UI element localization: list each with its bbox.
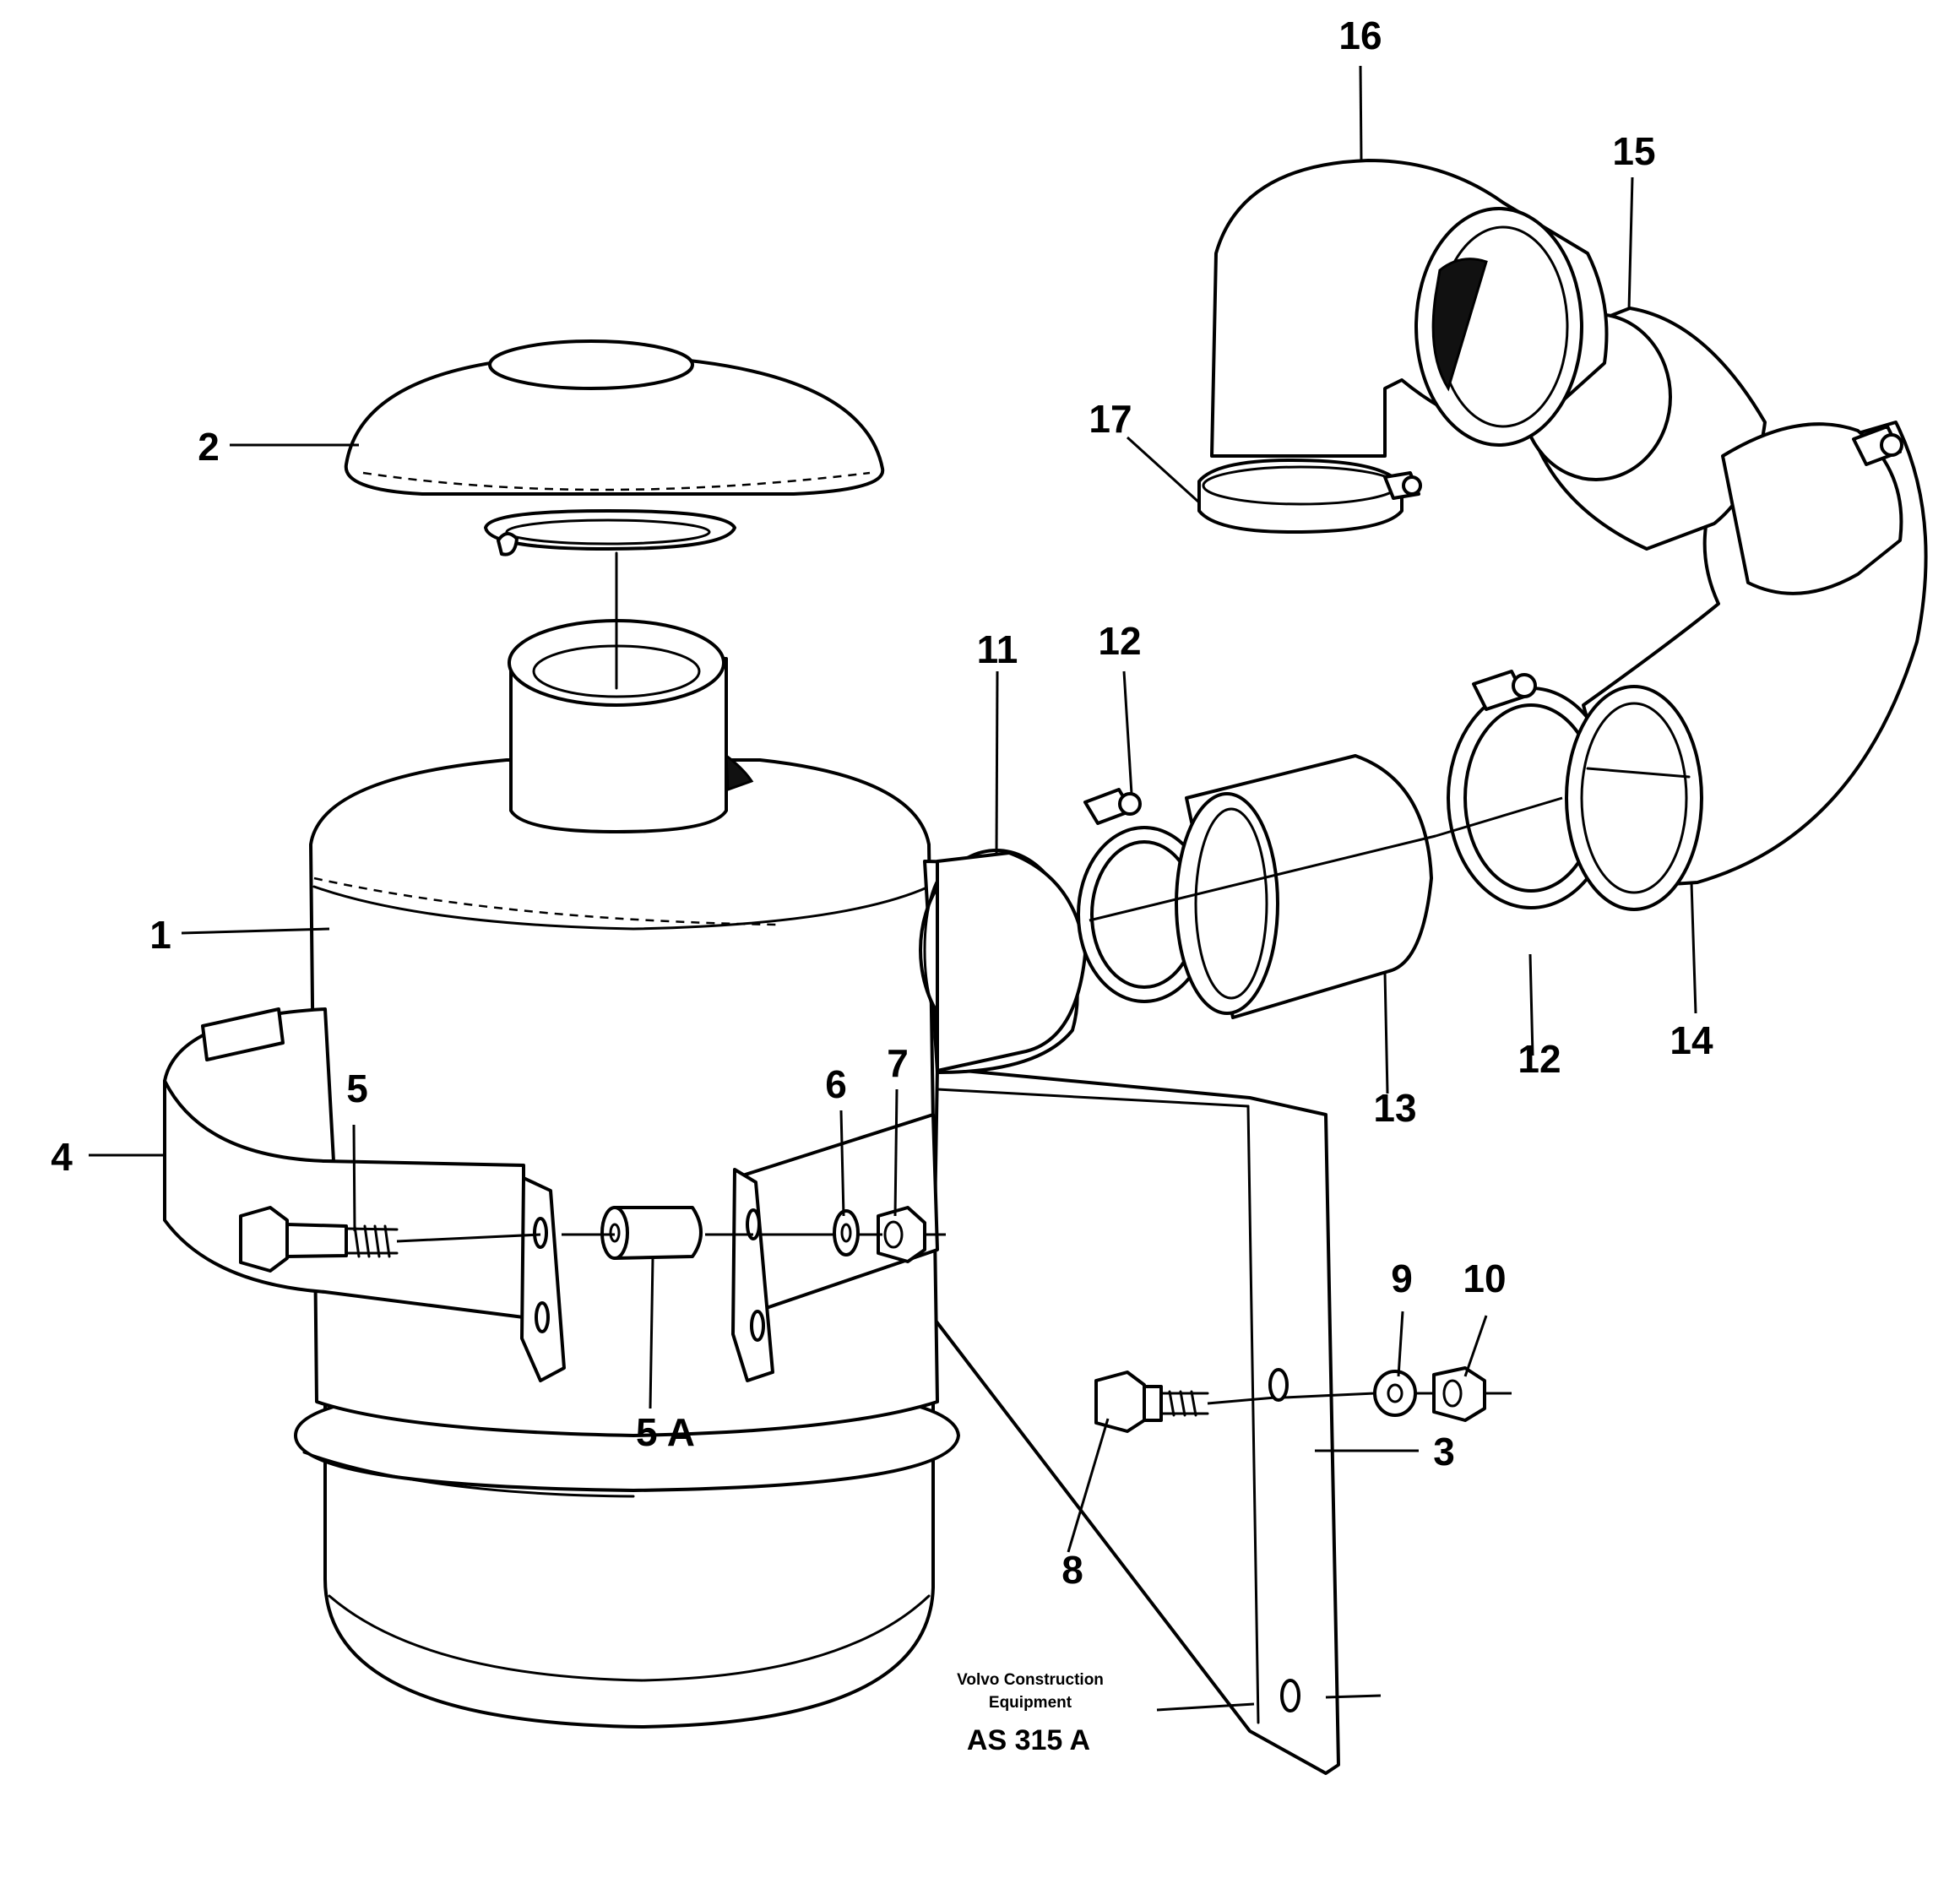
part-12-clamp-right <box>1447 670 1615 909</box>
callout-14: 14 <box>1670 1018 1713 1062</box>
part-12-clamp-left <box>1077 788 1212 1003</box>
callout-1: 1 <box>149 913 171 957</box>
callout-13: 13 <box>1373 1086 1416 1130</box>
callout-15: 15 <box>1612 129 1655 173</box>
part-2-rain-cap <box>344 339 885 690</box>
callout-11: 11 <box>977 627 1018 671</box>
part-4-strap <box>163 1007 939 1382</box>
caption-drawing-code: AS 315 A <box>967 1724 1090 1756</box>
part-5a-spacer <box>600 1206 703 1260</box>
callout-5a: 5 A <box>636 1410 695 1454</box>
callout-12-upper: 12 <box>1098 619 1141 663</box>
callout-2: 2 <box>198 425 220 469</box>
callout-17: 17 <box>1089 397 1132 441</box>
callout-5: 5 <box>346 1067 368 1110</box>
callout-16: 16 <box>1338 14 1382 57</box>
callout-4: 4 <box>51 1135 73 1179</box>
part-17-clamp <box>1197 459 1422 534</box>
callout-6: 6 <box>825 1062 847 1106</box>
part-6-washer <box>833 1209 860 1257</box>
caption-manufacturer-2: Equipment <box>989 1694 1072 1712</box>
callout-7: 7 <box>887 1041 909 1085</box>
part-16-elbow <box>1210 159 1609 458</box>
callout-9: 9 <box>1391 1257 1413 1300</box>
part-9-washer <box>1373 1370 1417 1417</box>
callout-12-lower: 12 <box>1518 1037 1561 1081</box>
callout-10: 10 <box>1463 1257 1506 1300</box>
part-13-hose <box>1175 754 1433 1019</box>
callout-3: 3 <box>1433 1430 1455 1474</box>
caption-manufacturer: Volvo Construction <box>957 1671 1104 1689</box>
callout-8: 8 <box>1061 1548 1083 1592</box>
part-8-bolt <box>1094 1371 1209 1433</box>
part-10-nut <box>1432 1366 1486 1422</box>
part-7-nut <box>877 1206 926 1263</box>
